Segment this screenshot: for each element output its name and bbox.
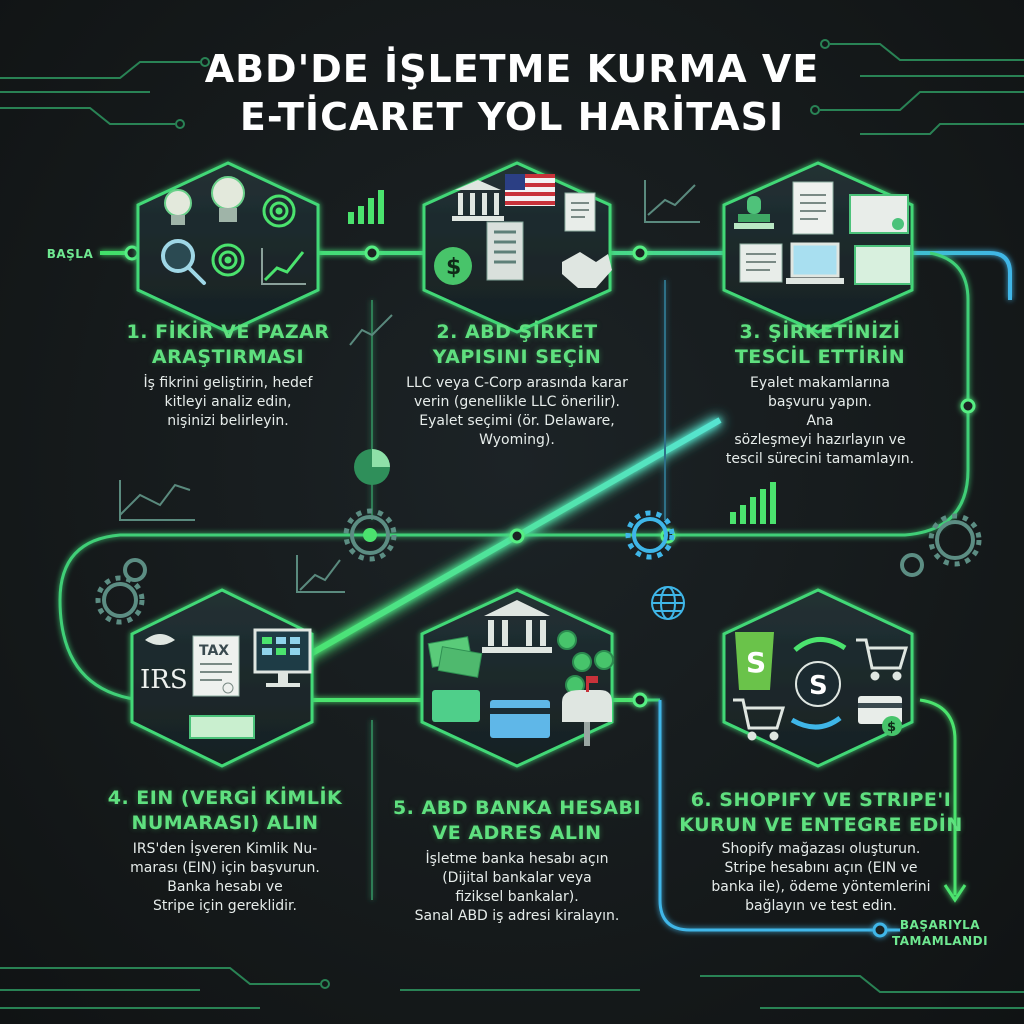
step-2-description: LLC veya C-Corp arasında karar verin (ge… <box>406 375 628 448</box>
circuit-decoration-top <box>0 39 1024 135</box>
step-3-title-line-2: TESCİL ETTİRİN <box>734 346 906 368</box>
credit-card-icon <box>432 690 550 738</box>
tax-form-icon <box>192 635 240 697</box>
step-3-description: Eyalet makamlarına başvuru yapın. Ana sö… <box>725 375 915 467</box>
step-5-title-line-2: VE ADRES ALIN <box>432 822 602 844</box>
stripe-letter: S <box>809 671 828 701</box>
office-building-icon <box>486 221 524 281</box>
globe-icon <box>651 586 685 620</box>
target-icon <box>211 194 296 277</box>
coin-icon <box>557 630 614 695</box>
irs-logo-icon <box>145 634 175 645</box>
step-5-description: İşletme banka hesabı açın (Dijital banka… <box>414 851 620 924</box>
gear-icon <box>102 515 975 618</box>
step-2-title-line-1: 2. ABD ŞİRKET <box>436 321 598 343</box>
mailbox-icon <box>562 676 612 746</box>
step-3-title-line-1: 3. ŞİRKETİNİZİ <box>739 321 901 343</box>
computer-icon <box>253 628 312 687</box>
chart-icon <box>348 190 776 524</box>
certificate-icon <box>849 194 912 285</box>
step-1-title-line-1: 1. FİKİR VE PAZAR <box>126 321 330 343</box>
step-6-description: Shopify mağazası oluşturun. Stripe hesab… <box>711 841 931 914</box>
step-1-title-line-2: ARAŞTIRMASI <box>151 346 305 368</box>
bank-icon <box>482 600 552 653</box>
contract-icon <box>739 181 834 283</box>
handshake-icon <box>562 252 612 288</box>
stamp-icon <box>734 196 774 229</box>
shopify-icon <box>735 632 774 690</box>
step-6-title-line-1: 6. SHOPIFY VE STRIPE'I <box>690 789 952 811</box>
step-6-title-line-2: KURUN VE ENTEGRE EDİN <box>679 814 963 836</box>
hex-step-5 <box>420 588 614 768</box>
step-5-title-line-1: 5. ABD BANKA HESABI <box>392 797 642 819</box>
laptop-icon <box>786 242 844 284</box>
calculator-icon <box>189 715 255 739</box>
cart-coin-dollar: $ <box>887 720 896 735</box>
page-title-line-1: ABD'DE İŞLETME KURMA VE <box>204 47 820 91</box>
shopping-cart-icon <box>733 638 909 741</box>
cash-icon <box>427 636 483 678</box>
tax-form-text: TAX <box>199 643 229 659</box>
chart-line-decoration <box>119 180 700 593</box>
money-bag-dollar: $ <box>446 255 461 280</box>
end-label-line-2: TAMAMLANDI <box>891 934 989 948</box>
money-bag-icon <box>434 247 472 285</box>
step-4-description: IRS'den İşveren Kimlik Nu- marası (EIN) … <box>130 841 320 914</box>
end-label-line-1: BAŞARIYLA <box>899 918 981 932</box>
circuit-decoration-bottom <box>0 967 1024 1009</box>
pie-chart-icon <box>354 449 390 485</box>
chart-icon <box>261 248 306 285</box>
gear-teeth <box>95 508 982 625</box>
document-icon <box>564 192 596 232</box>
lightbulb-icon <box>164 176 245 225</box>
stripe-icon <box>790 637 847 730</box>
magnifier-icon <box>161 239 206 285</box>
start-label: BAŞLA <box>46 247 94 261</box>
step-2-title-line-2: YAPISINI SEÇİN <box>432 346 602 368</box>
us-flag-icon <box>505 174 555 206</box>
bank-icon <box>452 180 504 221</box>
step-4-title-line-1: 4. EIN (VERGİ KİMLİK <box>107 787 343 809</box>
step-4-title-line-2: NUMARASI) ALIN <box>131 812 319 834</box>
irs-logo-text: IRS <box>140 665 188 695</box>
step-1-description: İş fikrini geliştirin, hedef kitleyi ana… <box>143 375 313 429</box>
credit-card-icon <box>858 696 902 736</box>
page-title-line-2: E-TİCARET YOL HARİTASI <box>239 95 785 139</box>
shopify-letter: S <box>746 646 766 679</box>
